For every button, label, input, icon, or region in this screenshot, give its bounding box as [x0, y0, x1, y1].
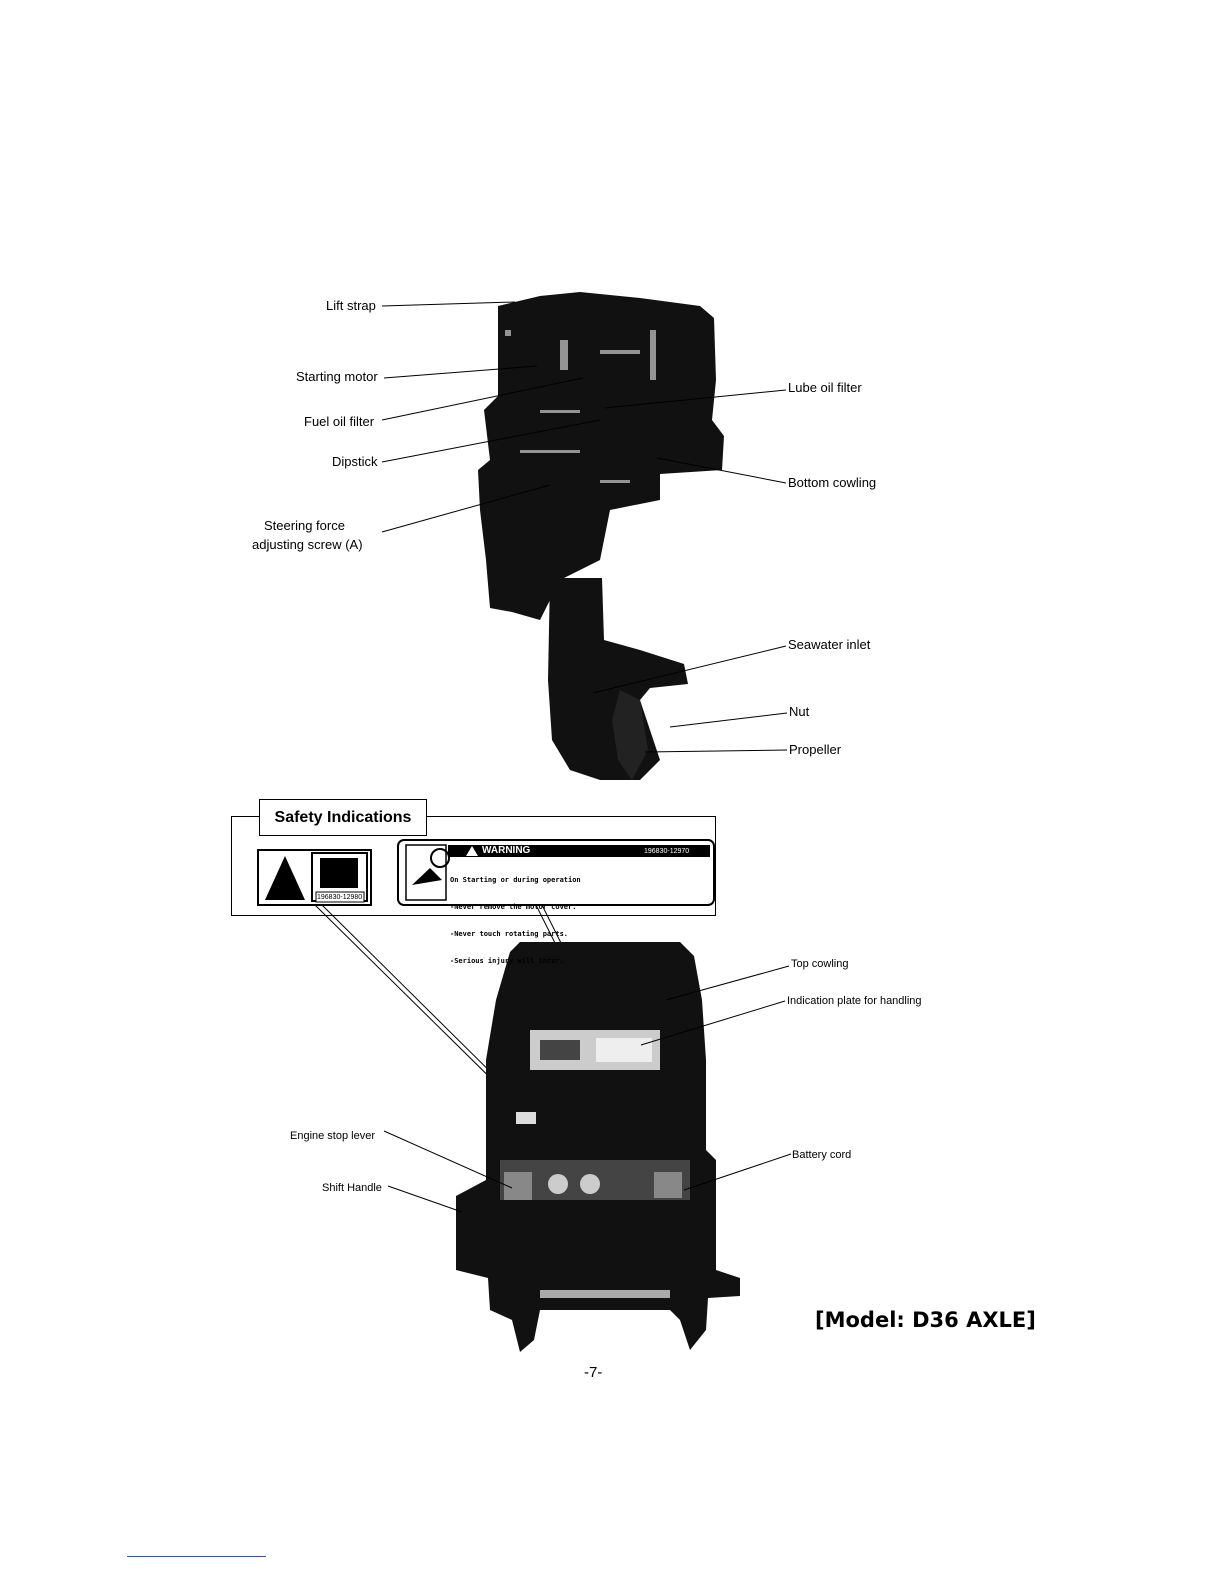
- footer-rule: [127, 1556, 266, 1557]
- label-shift-handle: Shift Handle: [322, 1182, 382, 1194]
- warning-line: -Never touch rotating parts.: [450, 930, 569, 938]
- model-caption: [Model: D36 AXLE]: [815, 1308, 1036, 1332]
- label-lube-oil-filter: Lube oil filter: [788, 380, 862, 395]
- safety-indications-title: Safety Indications: [259, 799, 427, 836]
- label-code-left: 196830-12980: [317, 894, 363, 901]
- label-dipstick: Dipstick: [332, 454, 378, 469]
- warning-text-block: On Starting or during operation -Never r…: [450, 858, 581, 975]
- warning-heading: WARNING: [482, 845, 531, 856]
- outboard-motor-side-view: [478, 292, 724, 780]
- warning-line: -Serious injury will incur.: [450, 957, 564, 965]
- label-starting-motor: Starting motor: [296, 369, 378, 384]
- label-bottom-cowling: Bottom cowling: [788, 475, 877, 490]
- safety-indications-box: [231, 816, 716, 916]
- label-seawater-inlet: Seawater inlet: [788, 637, 871, 652]
- label-lift-strap: Lift strap: [326, 298, 376, 313]
- label-propeller: Propeller: [789, 742, 842, 757]
- label-fuel-oil-filter: Fuel oil filter: [304, 414, 375, 429]
- outboard-motor-front-view: [456, 942, 740, 1352]
- safety-label-left: [257, 849, 372, 906]
- page-number: -7-: [584, 1364, 603, 1381]
- label-battery-cord: Battery cord: [792, 1149, 852, 1161]
- warning-code: 196830-12970: [644, 848, 690, 855]
- warning-label: [397, 839, 715, 906]
- label-top-cowling: Top cowling: [791, 958, 849, 970]
- warning-line: On Starting or during operation: [450, 876, 581, 884]
- label-steering-force-1: Steering force: [264, 518, 345, 533]
- label-nut: Nut: [789, 704, 810, 719]
- label-indication-plate: Indication plate for handling: [787, 995, 922, 1007]
- label-engine-stop-lever: Engine stop lever: [290, 1130, 375, 1142]
- label-steering-force-2: adjusting screw (A): [252, 537, 363, 552]
- warning-line: -Never remove the motor cover.: [450, 903, 577, 911]
